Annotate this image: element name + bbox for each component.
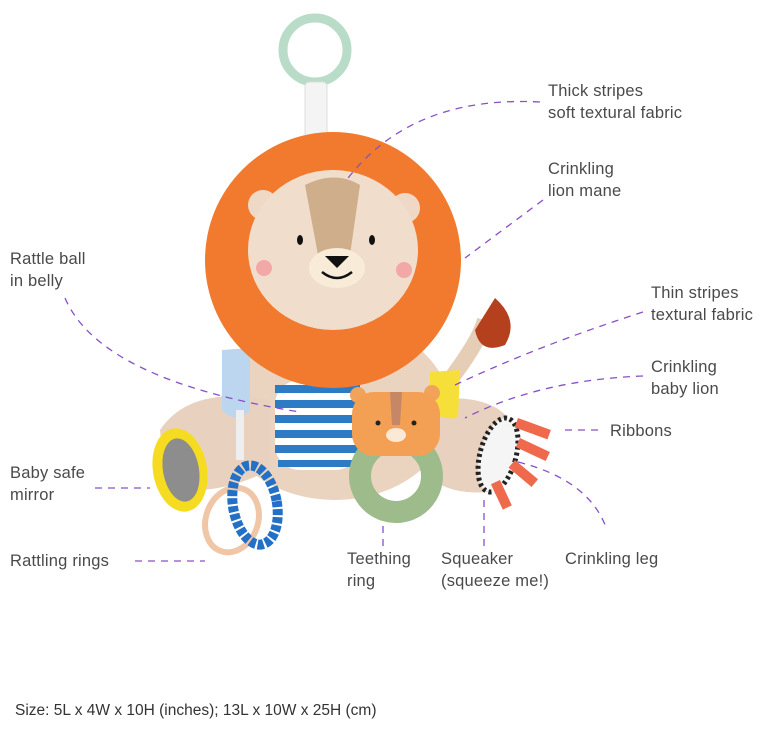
striped-belly bbox=[275, 380, 360, 470]
label-line: baby lion bbox=[651, 380, 719, 398]
label-line: (squeeze me!) bbox=[441, 572, 550, 590]
thick-stripes-patch bbox=[305, 177, 360, 255]
label-line: Ribbons bbox=[610, 422, 672, 440]
label-line: textural fabric bbox=[651, 306, 754, 324]
label-line: Teething bbox=[347, 550, 411, 568]
label-line: Thick stripes bbox=[548, 82, 644, 100]
leader-thick-stripes bbox=[344, 100, 541, 183]
wooden-ring bbox=[202, 484, 262, 556]
label-line: Rattling rings bbox=[10, 552, 110, 570]
label-thick-stripes: Thick stripes soft textural fabric bbox=[548, 80, 682, 124]
leader-lines bbox=[64, 100, 644, 562]
leader-baby-lion bbox=[464, 375, 644, 419]
label-baby-lion: Crinkling baby lion bbox=[651, 356, 719, 400]
label-crinkling-leg: Crinkling leg bbox=[565, 548, 658, 570]
leader-thin-stripes bbox=[454, 311, 644, 386]
label-line: Crinkling bbox=[548, 160, 614, 178]
label-line: Rattle ball bbox=[10, 250, 86, 268]
arm-tag bbox=[222, 348, 250, 418]
baby-lion bbox=[350, 385, 440, 456]
label-line: Crinkling bbox=[651, 358, 717, 376]
size-dimensions: Size: 5L x 4W x 10H (inches); 13L x 10W … bbox=[15, 702, 377, 719]
label-teething-ring: Teething ring bbox=[347, 548, 411, 592]
label-line: lion mane bbox=[548, 182, 622, 200]
leader-crinkling-leg bbox=[517, 461, 608, 531]
leg-sole-dots bbox=[475, 415, 521, 495]
label-thin-stripes: Thin stripes textural fabric bbox=[651, 282, 753, 326]
label-mirror: Baby safe mirror bbox=[10, 462, 85, 506]
leader-lion-mane bbox=[464, 199, 544, 259]
label-line: Squeaker bbox=[441, 550, 514, 568]
tail-tip bbox=[475, 298, 511, 348]
ribbons bbox=[490, 418, 551, 510]
label-line: Thin stripes bbox=[651, 284, 739, 302]
label-squeaker: Squeaker (squeeze me!) bbox=[441, 548, 549, 592]
label-rattle-ball: Rattle ball in belly bbox=[10, 248, 86, 292]
label-line: in belly bbox=[10, 272, 63, 290]
label-ribbons: Ribbons bbox=[610, 420, 672, 442]
lion-nose bbox=[325, 256, 349, 268]
silicone-ring bbox=[227, 460, 283, 550]
label-line: soft textural fabric bbox=[548, 104, 683, 122]
leader-rattle-ball bbox=[64, 297, 301, 413]
hanging-link-ring bbox=[278, 13, 352, 87]
label-line: Crinkling leg bbox=[565, 550, 659, 568]
label-rattling-rings: Rattling rings bbox=[10, 550, 109, 572]
label-line: ring bbox=[347, 572, 376, 590]
label-line: mirror bbox=[10, 486, 55, 504]
label-line: Baby safe bbox=[10, 464, 86, 482]
label-lion-mane: Crinkling lion mane bbox=[548, 158, 621, 202]
